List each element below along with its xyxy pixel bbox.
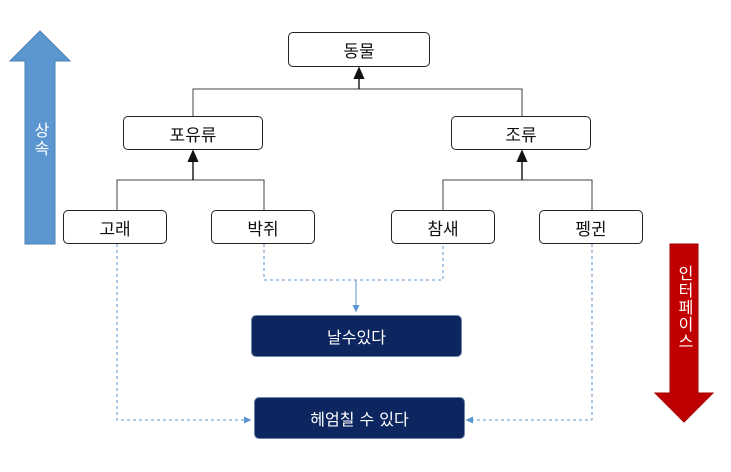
inherit-label: 상속	[31, 122, 50, 158]
node-bird: 조류	[451, 116, 591, 150]
node-animal: 동물	[288, 32, 430, 67]
down-arrow-icon	[653, 243, 715, 423]
node-whale: 고래	[63, 210, 167, 244]
inherit-edge-root	[192, 66, 523, 116]
interface-label: 인터페이스	[675, 265, 694, 350]
fly-interface-edges	[263, 244, 444, 313]
interface-can-swim: 헤엄칠 수 있다	[254, 397, 465, 439]
node-bat: 박쥐	[211, 210, 315, 244]
interface-can-fly: 날수있다	[251, 315, 462, 357]
up-arrow-icon	[8, 30, 72, 245]
inherit-edge-mammal	[116, 149, 265, 210]
swim-interface-edges	[116, 244, 593, 424]
node-penguin: 펭귄	[539, 210, 643, 244]
inherit-edge-bird	[442, 149, 593, 210]
node-sparrow: 참새	[391, 210, 495, 244]
node-mammal: 포유류	[123, 116, 263, 150]
